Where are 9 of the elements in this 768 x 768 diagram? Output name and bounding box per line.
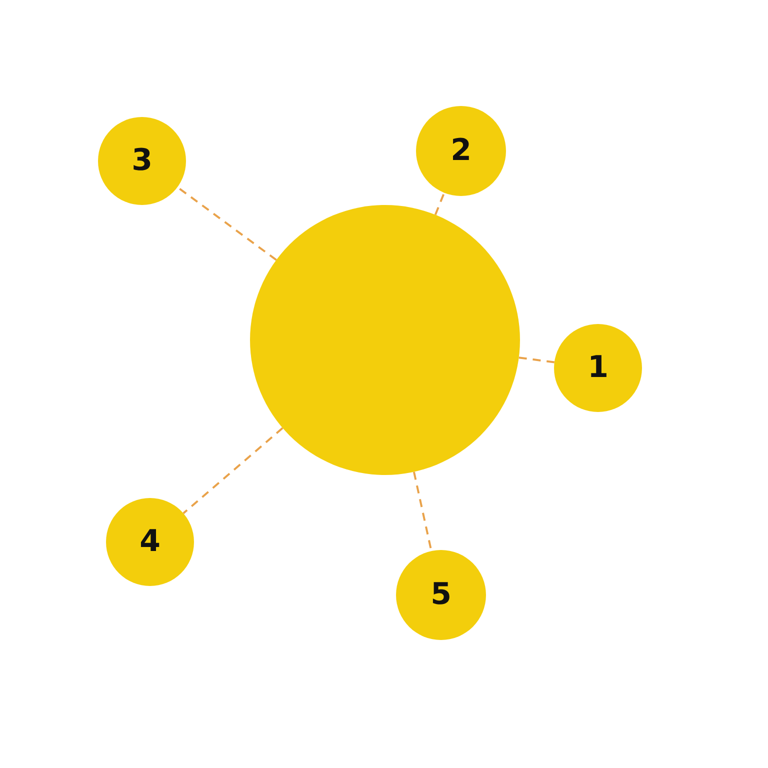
node-number: 2	[450, 136, 472, 166]
node-number: 5	[430, 580, 452, 610]
node-number: 4	[140, 527, 160, 557]
dashed-connector	[434, 192, 446, 216]
node-number: 1	[588, 353, 608, 383]
dashed-connector	[518, 356, 554, 364]
dashed-connector	[182, 427, 284, 514]
dashed-connector	[176, 186, 277, 261]
node-number: 3	[132, 146, 152, 176]
